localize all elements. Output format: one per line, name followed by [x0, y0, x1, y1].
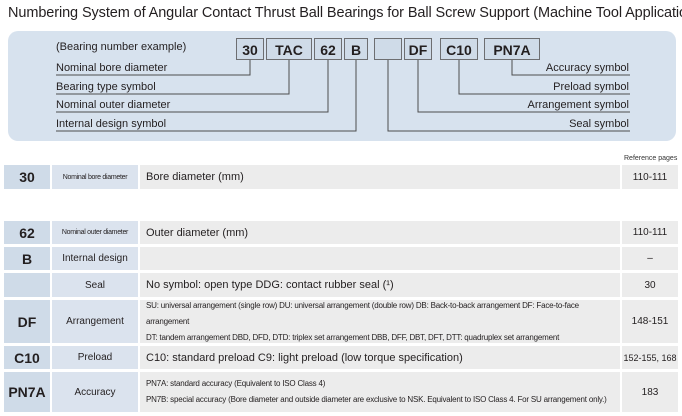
row-name: Arrangement	[52, 300, 138, 343]
bearing-number-example-panel	[8, 31, 676, 141]
example-heading: (Bearing number example)	[56, 41, 187, 53]
row-name: Preload	[52, 346, 138, 369]
table-row-preload: C10 Preload C10: standard preload C9: li…	[4, 346, 678, 369]
code-box-seal	[374, 38, 402, 60]
table-row-accuracy: PN7A Accuracy PN7A: standard accuracy (E…	[4, 372, 678, 412]
row-description: Outer diameter (mm)	[140, 221, 620, 244]
row-code: B	[4, 247, 50, 270]
row-description: Bore diameter (mm)	[140, 165, 620, 189]
row-name: Nominal outer diameter	[52, 221, 138, 244]
row-description: SU: universal arrangement (single row) D…	[140, 300, 620, 343]
row-description-line: PN7A: standard accuracy (Equivalent to I…	[146, 379, 326, 388]
page-title: Numbering System of Angular Contact Thru…	[8, 5, 682, 21]
row-name: Seal	[52, 273, 138, 297]
row-name: Nominal bore diameter	[52, 165, 138, 189]
label-seal-symbol: Seal symbol	[569, 118, 629, 130]
row-code: DF	[4, 300, 50, 343]
label-bearing-type: Bearing type symbol	[56, 81, 156, 93]
code-box-arrangement: DF	[404, 38, 432, 60]
row-code: PN7A	[4, 372, 50, 412]
row-reference: 30	[622, 273, 678, 297]
row-description: No symbol: open type DDG: contact rubber…	[140, 273, 620, 297]
row-name: Accuracy	[52, 372, 138, 412]
table-row-outer: 62 Nominal outer diameter Outer diameter…	[4, 221, 678, 244]
code-box-outer: 62	[314, 38, 342, 60]
row-code	[4, 273, 50, 297]
label-internal-design: Internal design symbol	[56, 118, 167, 130]
table-row-bore: 30 Nominal bore diameter Bore diameter (…	[4, 165, 678, 189]
code-box-accuracy: PN7A	[484, 38, 540, 60]
row-code: 62	[4, 221, 50, 244]
row-reference: 110-111	[622, 221, 678, 244]
row-code: C10	[4, 346, 50, 369]
row-reference: 110-111	[622, 165, 678, 189]
code-box-type: TAC	[266, 38, 312, 60]
row-description-line: DT: tandem arrangement DBD, DFD, DTD: tr…	[146, 332, 560, 342]
label-nominal-outer: Nominal outer diameter	[56, 99, 171, 111]
row-reference: 152-155, 168	[622, 346, 678, 369]
table-row-design: B Internal design –	[4, 247, 678, 270]
row-description-line: SU: universal arrangement (single row) D…	[146, 300, 579, 326]
label-accuracy-symbol: Accuracy symbol	[545, 62, 629, 74]
row-reference: 148-151	[622, 300, 678, 343]
row-reference: –	[622, 247, 678, 270]
table-row-seal: Seal No symbol: open type DDG: contact r…	[4, 273, 678, 297]
row-description-line: PN7B: special accuracy (Bore diameter an…	[146, 395, 607, 404]
row-description: PN7A: standard accuracy (Equivalent to I…	[140, 372, 620, 412]
row-name: Internal design	[52, 247, 138, 270]
reference-pages-header: Reference pages	[624, 155, 678, 162]
row-reference: 183	[622, 372, 678, 412]
label-arrangement-symbol: Arrangement symbol	[527, 99, 630, 111]
label-nominal-bore: Nominal bore diameter	[56, 62, 168, 74]
code-box-bore: 30	[236, 38, 264, 60]
connector-lines	[56, 60, 630, 132]
row-code: 30	[4, 165, 50, 189]
table-row-arrangement: DF Arrangement SU: universal arrangement…	[4, 300, 678, 343]
label-preload-symbol: Preload symbol	[553, 81, 629, 93]
row-description: C10: standard preload C9: light preload …	[140, 346, 620, 369]
code-box-design: B	[344, 38, 368, 60]
row-description	[140, 247, 620, 270]
code-box-preload: C10	[440, 38, 478, 60]
